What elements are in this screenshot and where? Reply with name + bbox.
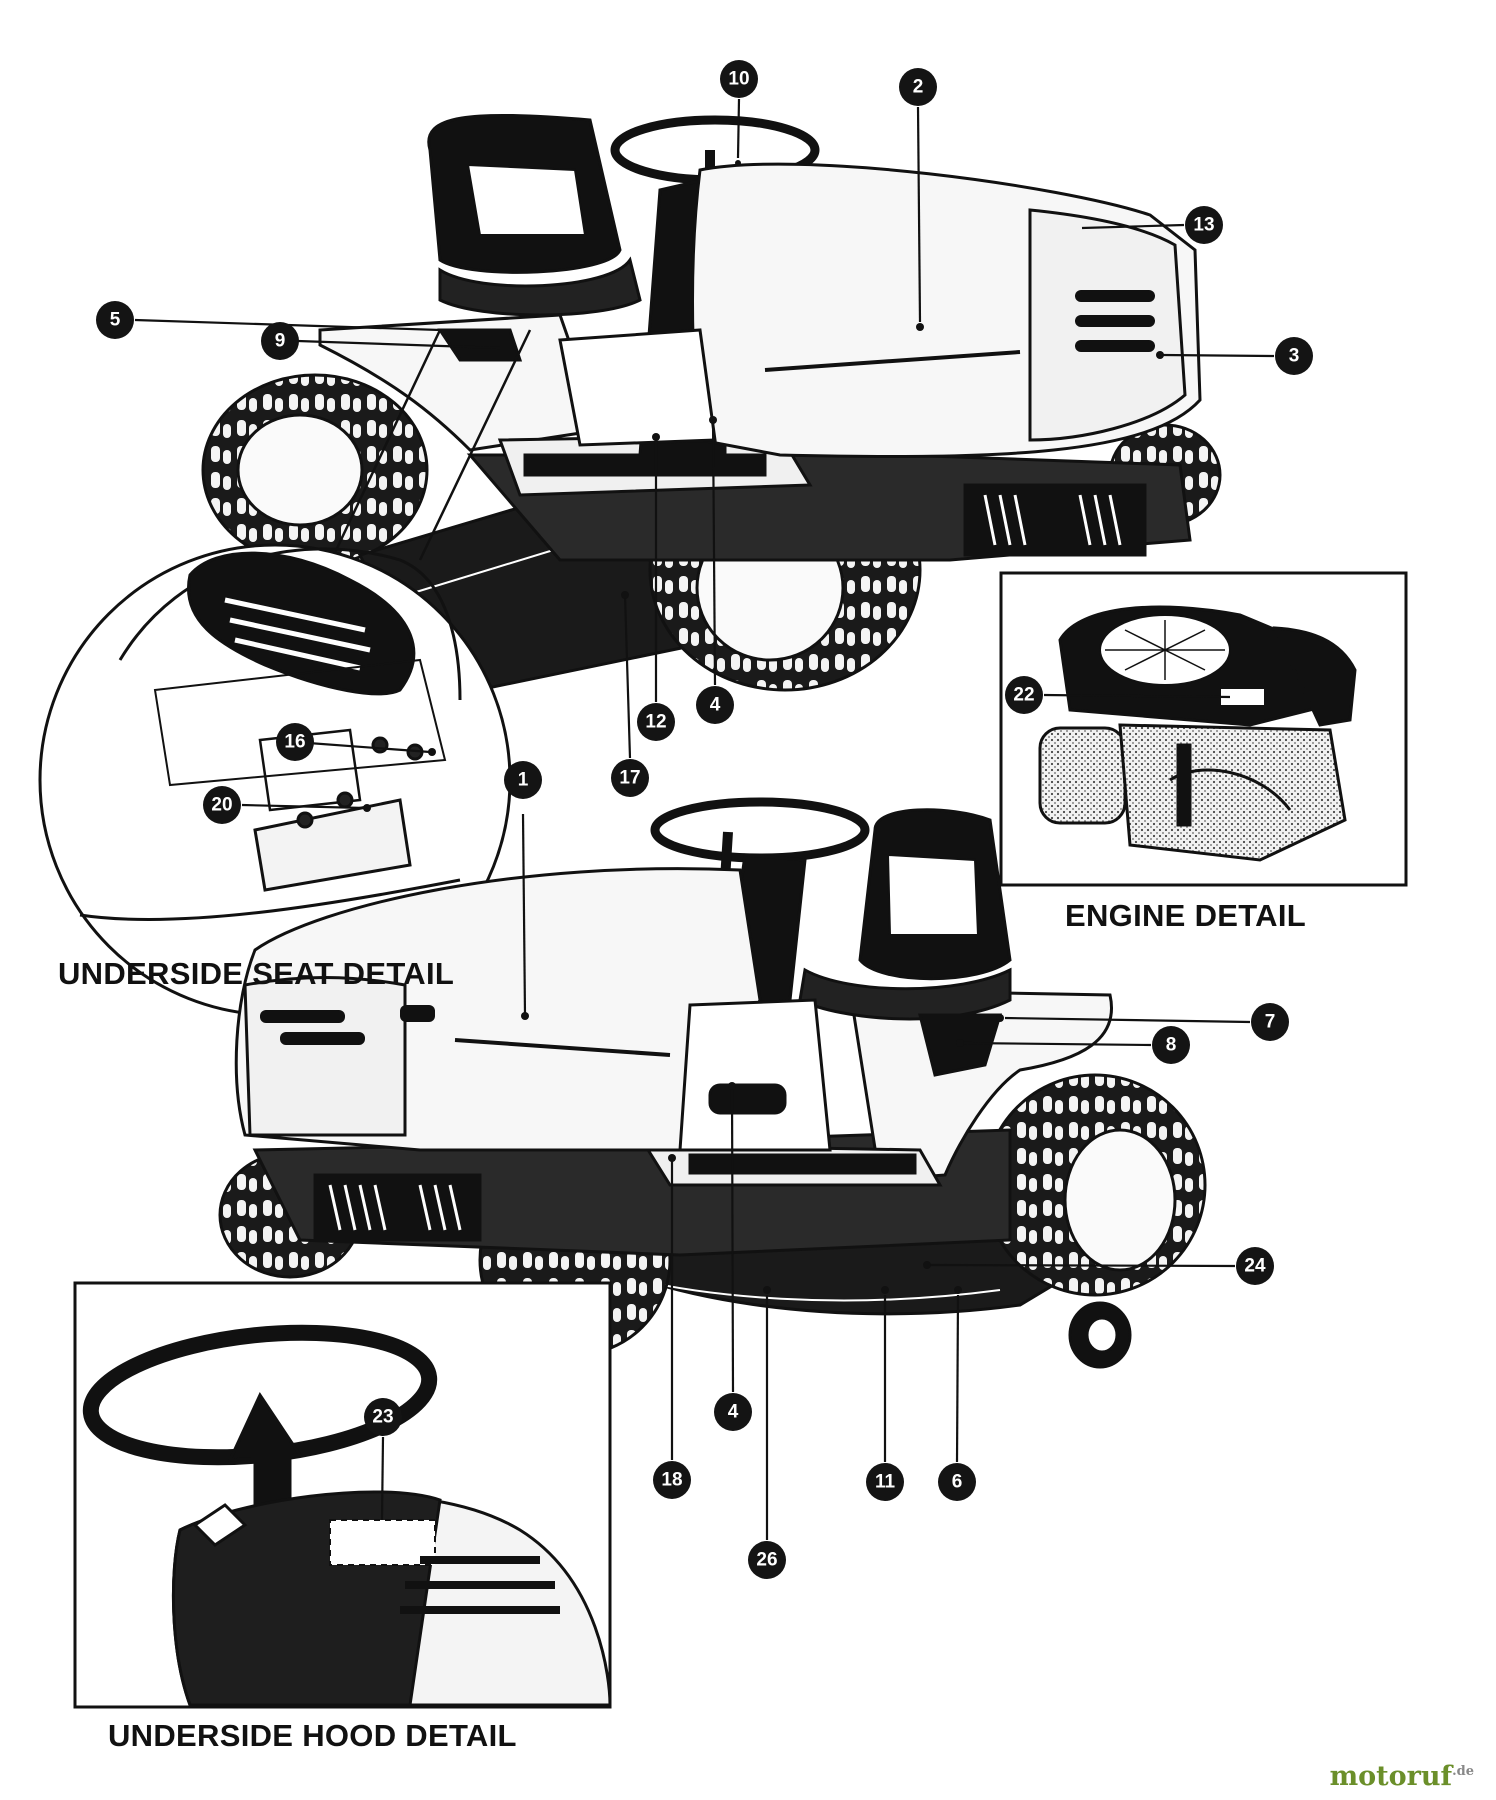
svg-text:2: 2 [913, 77, 924, 98]
callout-7: 7 [1251, 1003, 1289, 1041]
underside-seat-detail-caption: UNDERSIDE SEAT DETAIL [58, 956, 455, 991]
svg-text:17: 17 [619, 768, 640, 789]
svg-text:16: 16 [284, 732, 305, 753]
bottom-rear-fender [848, 988, 1113, 1182]
bottom-side-panel [678, 998, 832, 1152]
callout-18: 18 [653, 1461, 691, 1499]
svg-text:1: 1 [518, 770, 529, 791]
svg-text:20: 20 [211, 795, 232, 816]
callout-22: 22 [1005, 676, 1043, 714]
svg-text:13: 13 [1193, 215, 1214, 236]
svg-text:3: 3 [1289, 346, 1300, 367]
seat-detail-seat-base [187, 551, 416, 696]
bottom-rear-rim [1063, 1128, 1177, 1272]
callout-4-bottom: 4 [714, 1393, 752, 1431]
watermark-logo-text: motoruf [1329, 1761, 1453, 1792]
svg-text:7: 7 [1265, 1012, 1276, 1033]
svg-text:23: 23 [372, 1407, 393, 1428]
engine-detail-caption: ENGINE DETAIL [1065, 898, 1307, 933]
callout-1: 1 [504, 761, 542, 799]
svg-text:24: 24 [1244, 1256, 1266, 1277]
callout-26: 26 [748, 1541, 786, 1579]
callout-24: 24 [1236, 1247, 1274, 1285]
svg-text:10: 10 [728, 69, 749, 90]
svg-text:26: 26 [756, 1550, 777, 1571]
callout-11: 11 [866, 1463, 904, 1501]
svg-text:18: 18 [661, 1470, 682, 1491]
svg-text:11: 11 [875, 1472, 896, 1493]
svg-text:8: 8 [1166, 1035, 1177, 1056]
callout-6: 6 [938, 1463, 976, 1501]
svg-text:6: 6 [952, 1472, 963, 1493]
callout-5: 5 [96, 301, 134, 339]
svg-text:5: 5 [110, 310, 121, 331]
svg-text:12: 12 [645, 712, 666, 733]
engine-block [1118, 723, 1347, 862]
svg-text:4: 4 [728, 1402, 739, 1423]
engine-detail-box [999, 571, 1408, 887]
callout-12: 12 [637, 703, 675, 741]
watermark-suffix: .de [1452, 1764, 1474, 1779]
svg-text:22: 22 [1013, 685, 1034, 706]
callout-16: 16 [276, 723, 314, 761]
callout-8: 8 [1152, 1026, 1190, 1064]
svg-text:4: 4 [710, 695, 721, 716]
top-rear-fender [318, 313, 603, 452]
callout-9: 9 [261, 322, 299, 360]
callout-20: 20 [203, 786, 241, 824]
svg-text:9: 9 [275, 331, 286, 352]
top-tractor-illustration [201, 113, 1222, 702]
top-side-panel [558, 328, 717, 447]
underside-hood-detail-caption: UNDERSIDE HOOD DETAIL [108, 1718, 517, 1753]
leader-lines [134, 98, 1275, 1540]
bottom-steering-wheel [650, 797, 870, 863]
callout-2: 2 [899, 68, 937, 106]
callout-10: 10 [720, 60, 758, 98]
callout-23: 23 [364, 1398, 402, 1436]
callout-3: 3 [1275, 337, 1313, 375]
underside-hood-detail-box [73, 1281, 612, 1709]
callout-13: 13 [1185, 206, 1223, 244]
callout-4-top: 4 [696, 686, 734, 724]
callout-17: 17 [611, 759, 649, 797]
top-rear-rim [236, 413, 364, 527]
motoruf-watermark: motoruf.de [1330, 1761, 1474, 1792]
